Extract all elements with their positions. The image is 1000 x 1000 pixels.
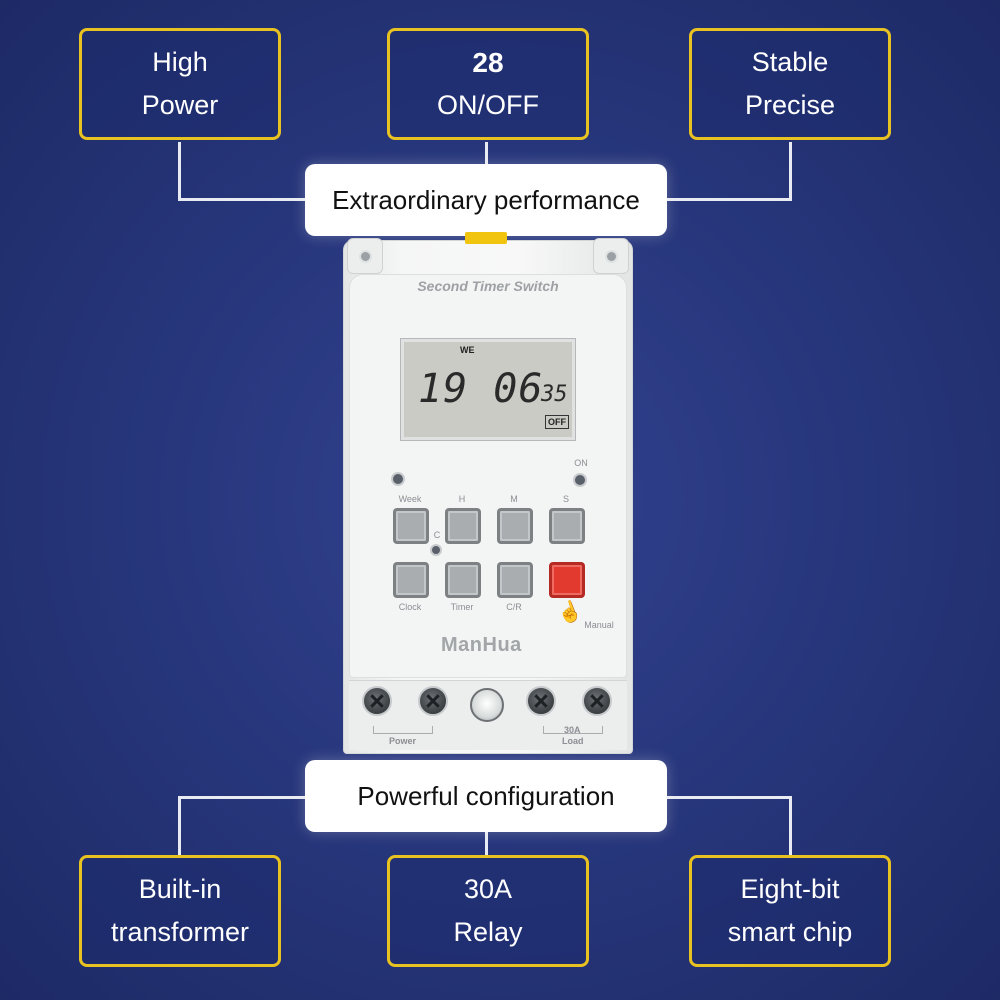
cancel-recall-button[interactable] bbox=[497, 562, 533, 598]
mounting-ear-left bbox=[347, 238, 383, 274]
feature-line: Stable bbox=[751, 47, 829, 77]
minute-button[interactable] bbox=[497, 508, 533, 544]
feature-line: smart chip bbox=[727, 917, 853, 947]
button-label-clock: Clock bbox=[398, 602, 422, 612]
terminal-cap bbox=[470, 688, 504, 722]
second-button[interactable] bbox=[549, 508, 585, 544]
power-label: Power bbox=[389, 736, 417, 746]
button-label-s: S bbox=[562, 494, 569, 504]
feature-box-smart-chip: Eight-bit smart chip bbox=[689, 855, 891, 967]
on-label: ON bbox=[574, 458, 588, 468]
lcd-state: OFF bbox=[545, 415, 569, 429]
load-amp-label: 30A bbox=[564, 725, 581, 735]
connector-line bbox=[178, 796, 181, 856]
feature-box-stable-precise: Stable Precise bbox=[689, 28, 891, 140]
connector-line bbox=[178, 142, 181, 200]
feature-box-high-power: High Power bbox=[79, 28, 281, 140]
lcd-seconds: 35 bbox=[541, 382, 568, 407]
hour-button[interactable] bbox=[445, 508, 481, 544]
timer-switch-device: Second Timer Switch WE 19 06 35 OFF ON W… bbox=[343, 232, 633, 754]
connector-line bbox=[666, 796, 792, 799]
connector-line bbox=[178, 796, 308, 799]
connector-line bbox=[666, 198, 792, 201]
on-indicator-led bbox=[573, 473, 587, 487]
feature-box-on-off: 28 ON/OFF bbox=[387, 28, 589, 140]
connector-line bbox=[789, 796, 792, 856]
feature-line: transformer bbox=[110, 917, 250, 947]
feature-line: Relay bbox=[453, 917, 523, 947]
mounting-ear-right bbox=[593, 238, 629, 274]
section-label-performance: Extraordinary performance bbox=[305, 164, 667, 236]
button-label-m: M bbox=[510, 494, 518, 504]
connector-line bbox=[485, 832, 488, 856]
button-label-week: Week bbox=[398, 494, 422, 504]
manual-button[interactable] bbox=[549, 562, 585, 598]
lcd-time: 19 06 bbox=[418, 366, 544, 412]
screw-terminal[interactable] bbox=[582, 686, 612, 716]
load-bracket bbox=[543, 726, 603, 734]
screw-terminal[interactable] bbox=[526, 686, 556, 716]
brand-logo: ManHua bbox=[441, 634, 522, 656]
feature-line: Power bbox=[141, 90, 219, 120]
connector-line bbox=[178, 198, 308, 201]
feature-box-transformer: Built-in transformer bbox=[79, 855, 281, 967]
button-label-timer: Timer bbox=[450, 602, 474, 612]
feature-line: Precise bbox=[744, 90, 836, 120]
feature-line: Eight-bit bbox=[740, 874, 840, 904]
connector-line bbox=[485, 142, 488, 166]
button-label-cr: C/R bbox=[506, 602, 522, 612]
lcd-day: WE bbox=[460, 345, 475, 355]
screw-terminal[interactable] bbox=[362, 686, 392, 716]
feature-line: Built-in bbox=[138, 874, 222, 904]
model-name: Second Timer Switch bbox=[417, 278, 559, 294]
din-rail-clip bbox=[465, 232, 507, 244]
screw-terminal[interactable] bbox=[418, 686, 448, 716]
reset-c-label: C bbox=[433, 530, 441, 540]
week-button[interactable] bbox=[393, 508, 429, 544]
feature-line: 30A bbox=[463, 874, 513, 904]
feature-line: High bbox=[152, 47, 208, 77]
feature-box-relay: 30A Relay bbox=[387, 855, 589, 967]
power-bracket bbox=[373, 726, 433, 734]
reset-button[interactable] bbox=[430, 544, 442, 556]
load-label: Load bbox=[562, 736, 584, 746]
timer-button[interactable] bbox=[445, 562, 481, 598]
section-label-configuration: Powerful configuration bbox=[305, 760, 667, 832]
manual-label: Manual bbox=[584, 620, 614, 630]
connector-line bbox=[789, 142, 792, 200]
feature-line: 28 bbox=[472, 47, 504, 78]
lcd-display: WE 19 06 35 OFF bbox=[400, 338, 576, 441]
button-label-h: H bbox=[458, 494, 466, 504]
clock-button[interactable] bbox=[393, 562, 429, 598]
status-led-left bbox=[391, 472, 405, 486]
feature-line: ON/OFF bbox=[437, 90, 539, 120]
